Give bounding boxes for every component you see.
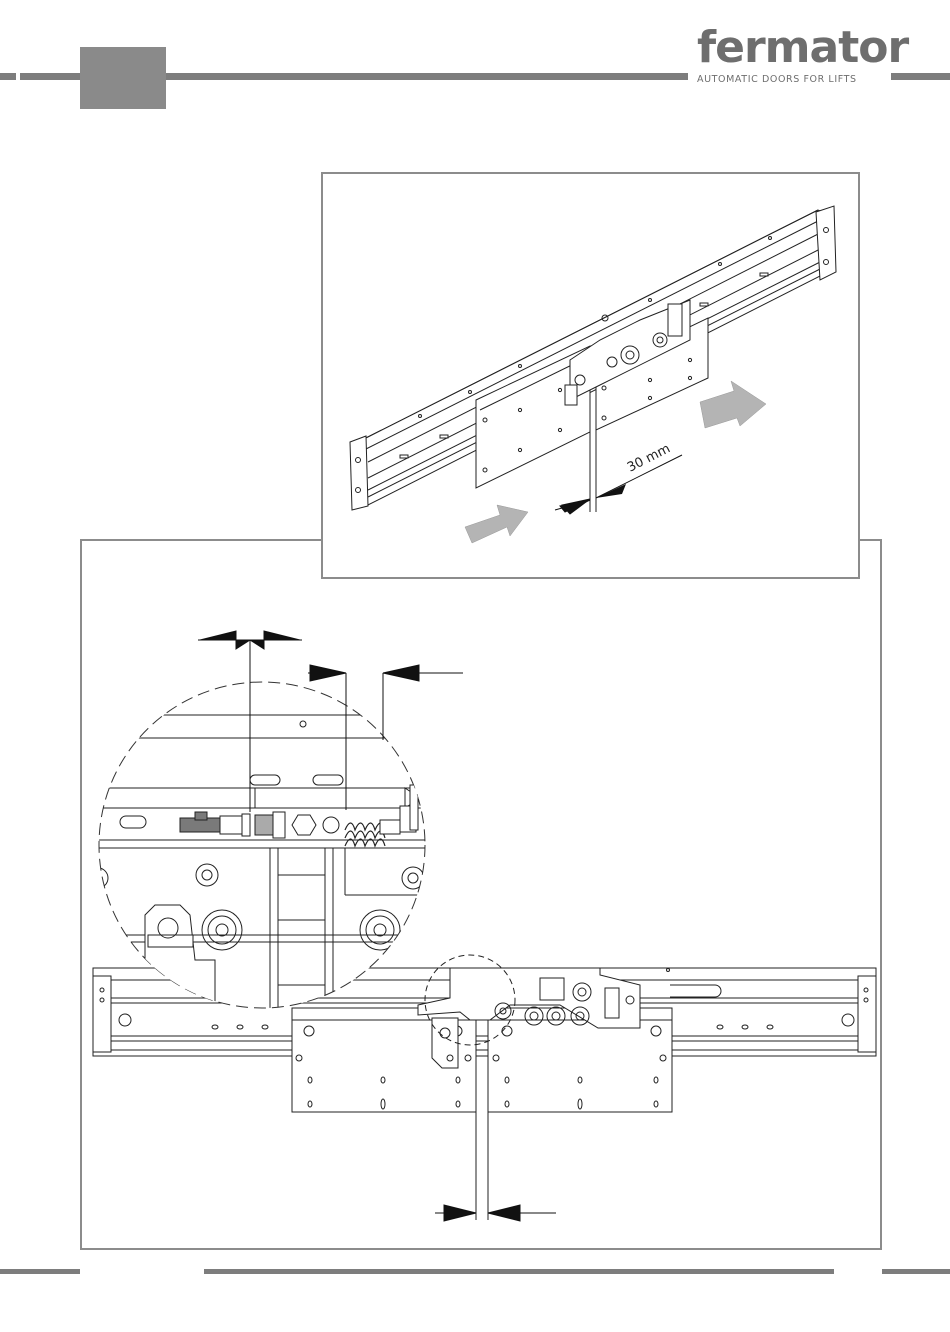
footer-rule-main [204,1269,834,1274]
push-arrow-left-icon [700,381,766,428]
footer-rule-right [882,1269,950,1274]
push-arrow-right-icon [465,505,528,543]
dimension-arrow-icon [555,455,682,514]
dimension-label: 30 mm [625,441,673,475]
gap-dimension [435,1205,556,1221]
footer-rule-left [0,1269,80,1274]
overview-drawing [350,206,836,512]
